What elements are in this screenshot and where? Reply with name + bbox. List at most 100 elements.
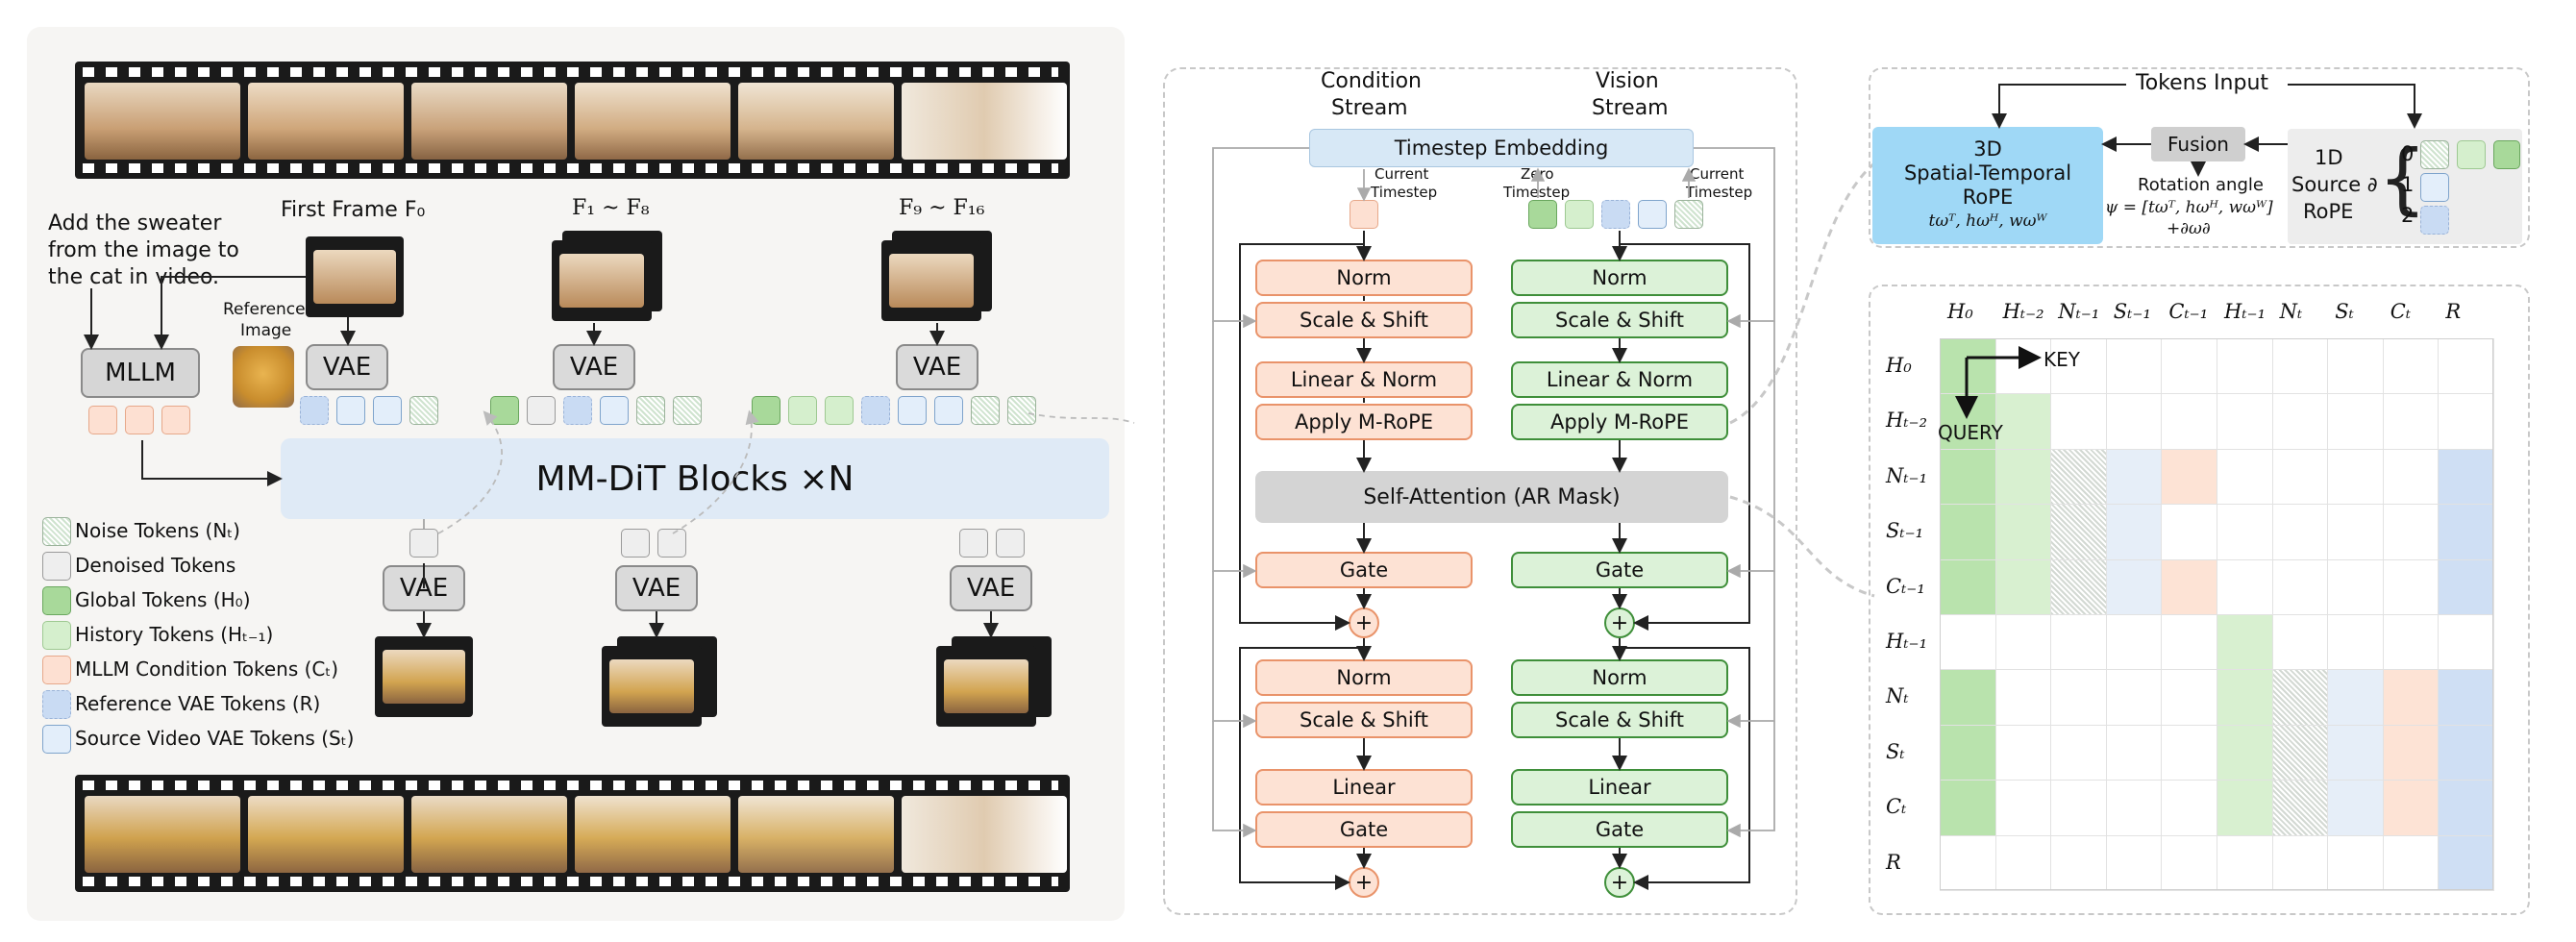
first-frame-label: First Frame F₀ xyxy=(281,198,426,222)
mask-cell xyxy=(2327,448,2384,506)
legend-label-history: History Tokens (Hₜ₋₁) xyxy=(75,623,274,646)
mask-panel xyxy=(1869,285,2530,915)
cond-linear: Linear xyxy=(1255,769,1473,806)
mask-cell xyxy=(2105,834,2163,891)
block-panel xyxy=(1163,67,1797,915)
token-src-3 xyxy=(600,396,629,425)
token-noise-5 xyxy=(1007,396,1036,425)
source-rope-line-2: Source ∂ xyxy=(2291,173,2378,196)
mask-col-label: Sₜ₋₁ xyxy=(2113,300,2151,323)
legend-swatch-source xyxy=(42,725,71,754)
legend-label-noise: Noise Tokens (Nₜ) xyxy=(75,519,240,542)
mask-cell xyxy=(2161,558,2217,615)
mask-cell xyxy=(2271,504,2329,560)
instruction-line-1: Add the sweater xyxy=(48,211,222,236)
frames-1-8-image xyxy=(559,254,644,308)
legend-label-reference: Reference VAE Tokens (R) xyxy=(75,692,321,715)
condition-stream-title-2: Stream xyxy=(1331,96,1408,120)
rope-token-noise xyxy=(2420,140,2449,169)
top-frame-1 xyxy=(85,83,240,160)
token-global-2 xyxy=(752,396,780,425)
bottom-filmstrip-holes-bottom xyxy=(83,877,1058,886)
cond-norm-2: Norm xyxy=(1255,659,1473,696)
mask-cell xyxy=(2271,669,2329,726)
bottom-filmstrip-holes xyxy=(83,781,1058,790)
source-rope-line-1: 1D xyxy=(2315,146,2343,169)
bottom-frame-5 xyxy=(738,796,894,873)
current-timestep-right-1: Current xyxy=(1690,165,1745,183)
condition-stream-title-1: Condition xyxy=(1321,69,1422,93)
top-filmstrip-holes-bottom xyxy=(83,163,1058,173)
mm-dit-label: MM-DiT Blocks ×N xyxy=(535,459,855,499)
mask-col-label: H₀ xyxy=(1947,300,1973,323)
vision-linear-norm: Linear & Norm xyxy=(1511,361,1728,398)
vae-bottom-1: VAE xyxy=(383,565,465,611)
mask-cell xyxy=(2438,558,2494,615)
source-index-1: 1 xyxy=(2401,173,2415,196)
mask-col-label: Cₜ₋₁ xyxy=(2168,300,2209,323)
mask-col-label: Hₜ₋₂ xyxy=(2002,300,2044,323)
bottom-frame-1 xyxy=(85,796,240,873)
top-frame-2 xyxy=(248,83,404,160)
token-src-1 xyxy=(336,396,365,425)
decoded-image-1 xyxy=(383,650,465,704)
token-den-2 xyxy=(409,529,438,558)
mask-cell xyxy=(1940,834,1996,891)
vision-residual-add-2: + xyxy=(1604,867,1635,898)
current-timestep-right-2: Timestep xyxy=(1686,184,1753,201)
vision-scale-shift-1: Scale & Shift xyxy=(1511,302,1728,338)
mm-dit-blocks: MM-DiT Blocks ×N xyxy=(281,438,1109,519)
legend-swatch-reference xyxy=(42,690,71,719)
mask-cell xyxy=(2217,448,2273,506)
vision-norm-2: Norm xyxy=(1511,659,1728,696)
st-rope-line-1: 3D xyxy=(1973,137,2002,161)
token-src-2 xyxy=(373,396,402,425)
token-ref-1 xyxy=(300,396,329,425)
legend-label-global: Global Tokens (H₀) xyxy=(75,588,251,611)
psi-formula: ψ = [tωᵀ, hωᴴ, wωᵂ] xyxy=(2105,198,2273,217)
decoded-image-3 xyxy=(944,659,1028,713)
token-den-3 xyxy=(621,529,650,558)
mask-cell xyxy=(2327,780,2384,836)
mask-cell xyxy=(2161,614,2217,671)
mask-cell xyxy=(2438,504,2494,560)
mask-cell xyxy=(1994,504,2052,560)
vision-residual-add-1: + xyxy=(1604,607,1635,638)
mask-cell xyxy=(2050,834,2107,891)
mask-cell xyxy=(1994,393,2052,450)
mask-cell xyxy=(2438,614,2494,671)
mask-cell xyxy=(1994,614,2052,671)
token-ref-2 xyxy=(563,396,592,425)
cond-linear-norm: Linear & Norm xyxy=(1255,361,1473,398)
timestep-embedding: Timestep Embedding xyxy=(1309,129,1694,167)
top-frame-5 xyxy=(738,83,894,160)
token-den-5 xyxy=(959,529,988,558)
rotation-angle-label: Rotation angle xyxy=(2138,175,2264,195)
token-hist-2 xyxy=(825,396,854,425)
instruction-line-3: the cat in video. xyxy=(48,265,220,289)
legend-swatch-denoised xyxy=(42,552,71,581)
reference-image-label-1: Reference xyxy=(223,300,306,319)
mask-cell xyxy=(2382,834,2440,891)
cond-scale-shift-1: Scale & Shift xyxy=(1255,302,1473,338)
mask-cell xyxy=(2382,614,2440,671)
mask-cell xyxy=(2438,834,2494,891)
st-rope-line-2: Spatial-Temporal xyxy=(1903,161,2072,185)
legend-swatch-mllm xyxy=(42,656,71,684)
rope-token-src xyxy=(2420,173,2449,202)
mask-cell xyxy=(2161,724,2217,781)
tokens-input-label: Tokens Input xyxy=(2136,71,2269,95)
mask-cell xyxy=(2050,338,2107,395)
mask-cell xyxy=(2217,780,2273,836)
reference-image-label-2: Image xyxy=(240,321,292,340)
mask-cell xyxy=(2105,393,2163,450)
vision-input-token-1 xyxy=(1528,200,1557,229)
rope-token-ref xyxy=(2420,206,2449,235)
current-timestep-left-1: Current xyxy=(1375,165,1429,183)
mask-cell xyxy=(2050,448,2107,506)
legend-swatch-noise xyxy=(42,517,71,546)
cond-apply-mrope: Apply M-RoPE xyxy=(1255,404,1473,440)
mask-col-label: Nₜ xyxy=(2279,300,2303,323)
mask-row-label: Nₜ₋₁ xyxy=(1886,463,1928,487)
cond-scale-shift-2: Scale & Shift xyxy=(1255,702,1473,738)
